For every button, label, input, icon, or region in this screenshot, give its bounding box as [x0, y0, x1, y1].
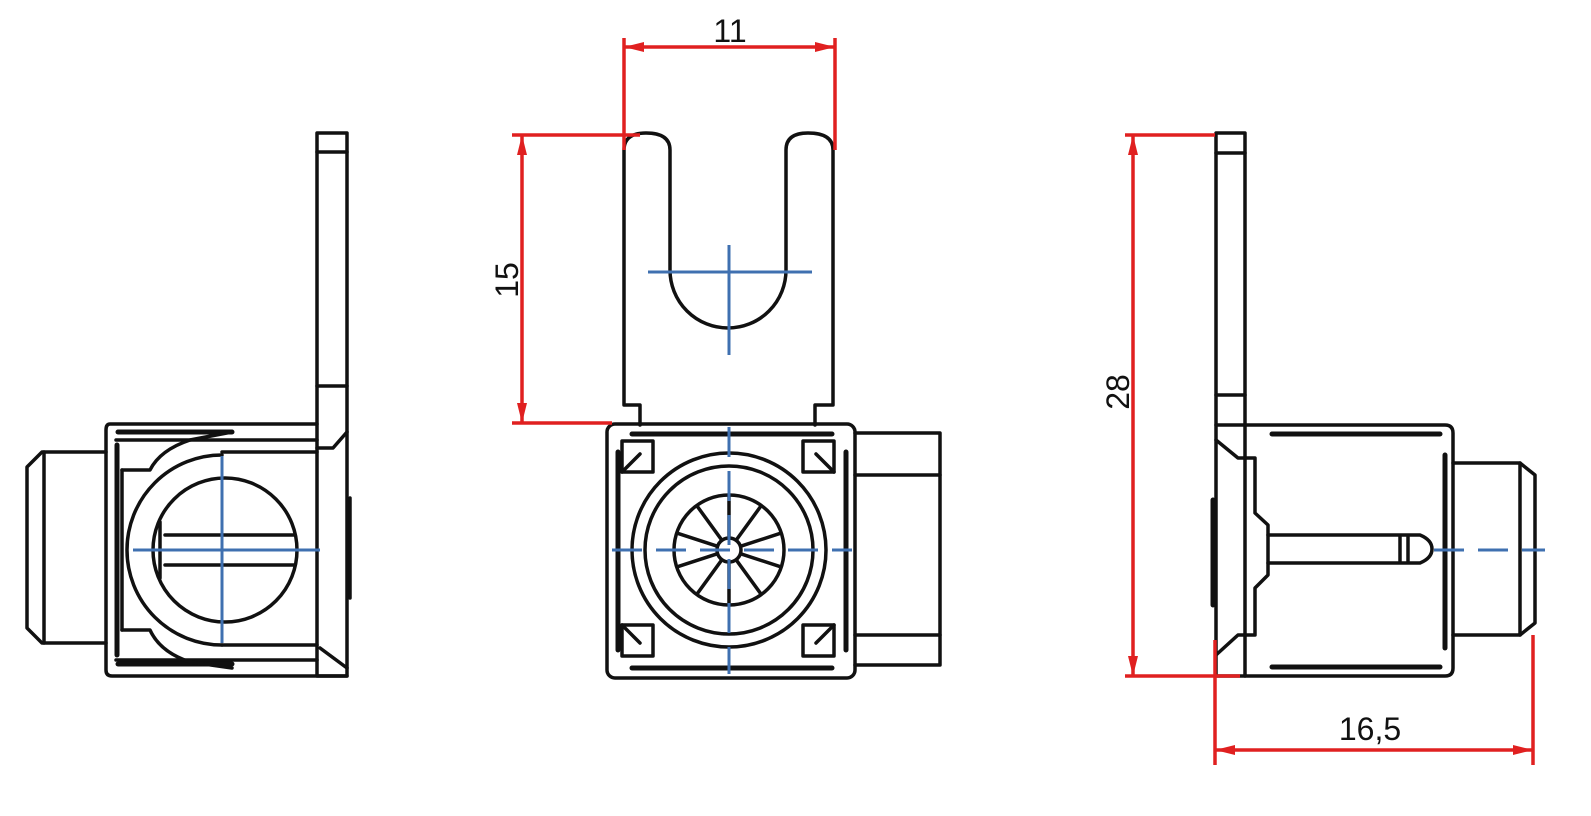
dimension-label-tab-height: 15	[489, 262, 525, 298]
side-view-left	[25, 131, 352, 678]
dimension-label-depth: 16,5	[1339, 711, 1401, 747]
dimension-label-total-height: 28	[1100, 374, 1136, 410]
star-spoke	[740, 531, 783, 548]
star-spoke	[735, 559, 763, 596]
star-spoke	[675, 531, 718, 548]
star-spoke	[695, 559, 723, 596]
dimension-label-width: 11	[713, 13, 746, 49]
star-spoke	[695, 504, 723, 541]
corner-squares	[620, 439, 836, 658]
body-square	[605, 422, 857, 680]
dimension-total-height: 28	[1100, 133, 1240, 678]
dimension-width: 11	[622, 13, 837, 150]
front-view	[605, 131, 942, 680]
star-spoke	[675, 552, 718, 569]
dimension-tab-height: 15	[489, 133, 640, 425]
dimension-depth: 16,5	[1213, 635, 1535, 765]
star-spoke	[740, 552, 783, 569]
side-view-right	[1210, 131, 1545, 678]
star-spoke	[735, 504, 763, 541]
